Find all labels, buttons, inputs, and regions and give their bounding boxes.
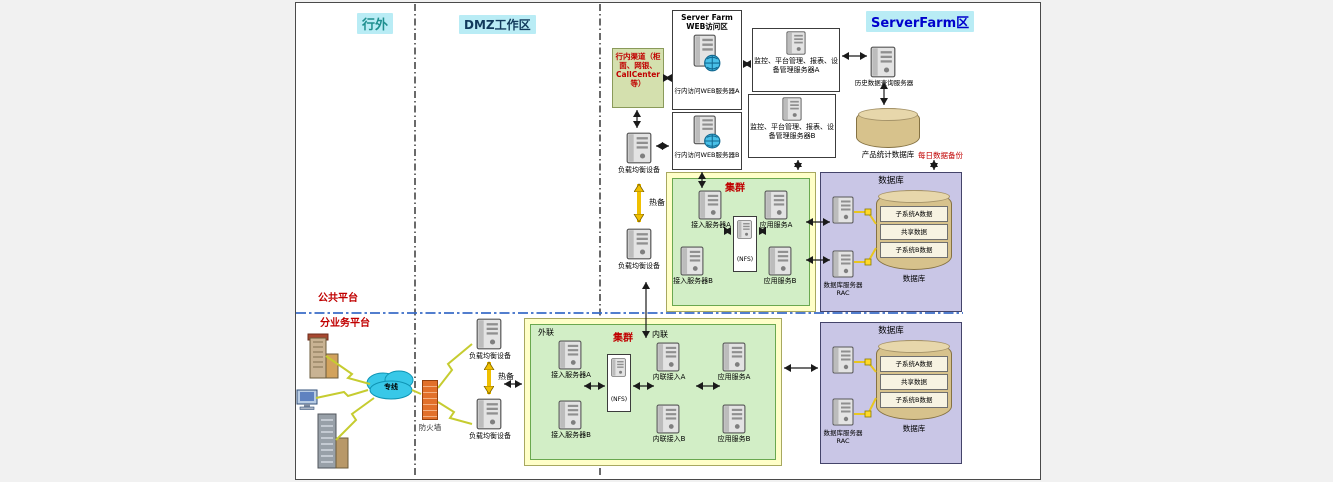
db-bottom-row-subsystem-b: 子系统B数据 xyxy=(880,392,948,408)
db-bottom-title: 数据库 xyxy=(878,326,904,336)
db-top-rac-server-1-icon xyxy=(832,196,854,224)
db-top-row-shared: 共享数据 xyxy=(880,224,948,240)
cluster-bottom-external-label: 外联 xyxy=(538,328,554,337)
load-balancer-bottom-b-icon xyxy=(476,398,502,430)
cluster-bottom-internal-b-label: 内联接入B xyxy=(652,435,686,443)
mgmt-server-b-box xyxy=(748,94,836,158)
cluster-top-app-b-icon xyxy=(768,246,792,276)
stats-database-cylinder xyxy=(856,108,920,148)
stats-database-label: 产品统计数据库 xyxy=(861,150,915,159)
cluster-bottom-access-a-icon xyxy=(558,340,582,370)
firewall-icon xyxy=(422,380,438,420)
db-top-row-subsystem-a: 子系统A数据 xyxy=(880,206,948,222)
cluster-bottom-app-a-label: 应用服务A xyxy=(717,373,751,381)
cluster-top-title: 集群 xyxy=(725,183,745,194)
db-bottom-cylinder-label: 数据库 xyxy=(902,424,926,433)
cluster-top-app-b-label: 应用服务B xyxy=(763,277,797,285)
cluster-bottom-internal-a-label: 内联接入A xyxy=(652,373,686,381)
zone-label-outside: 行外 xyxy=(357,13,394,34)
hot-standby-top-label: 热备 xyxy=(649,198,665,207)
zone-label-dmz: DMZ工作区 xyxy=(459,15,536,34)
load-balancer-top-a-icon xyxy=(626,132,652,164)
cluster-top-nfs-icon xyxy=(737,220,752,239)
cluster-top-app-a-label: 应用服务A xyxy=(759,221,793,229)
web-server-b-icon xyxy=(693,115,721,149)
load-balancer-bottom-a-icon xyxy=(476,318,502,350)
firewall-label: 防火墙 xyxy=(418,423,442,432)
db-top-cylinder-label: 数据库 xyxy=(902,274,926,283)
db-bottom-row-subsystem-a: 子系统A数据 xyxy=(880,356,948,372)
db-top-rac-server-2-icon xyxy=(832,250,854,278)
mgmt-server-b-label: 监控、平台管理、报表、设备管理服务器B xyxy=(750,123,834,140)
daily-backup-label: 每日数据备份 xyxy=(918,151,963,160)
db-bottom-row-shared: 共享数据 xyxy=(880,374,948,390)
mgmt-server-b-icon xyxy=(782,97,802,121)
db-bottom-rac-label: 数据库服务器RAC xyxy=(823,429,863,445)
web-zone-box xyxy=(672,10,742,110)
load-balancer-bottom-b-label: 负载均衡设备 xyxy=(469,432,511,440)
cluster-top-access-a-label: 接入服务器A xyxy=(691,221,731,229)
load-balancer-top-b-label: 负载均衡设备 xyxy=(618,262,660,270)
cluster-bottom-app-b-label: 应用服务B xyxy=(717,435,751,443)
cluster-bottom-app-a-icon xyxy=(722,342,746,372)
cluster-top-nfs-label: (NFS) xyxy=(736,256,754,263)
cluster-top-access-b-label: 接入服务器B xyxy=(673,277,713,285)
cluster-bottom-internal-a-icon xyxy=(656,342,680,372)
cluster-top-app-a-icon xyxy=(764,190,788,220)
dedicated-line-label: 专线 xyxy=(384,383,398,391)
web-server-a-label: 行内访问WEB服务器A xyxy=(674,87,740,95)
db-top-row-subsystem-b: 子系统B数据 xyxy=(880,242,948,258)
platform-label-business: 分业务平台 xyxy=(320,318,370,329)
cluster-bottom-access-b-label: 接入服务器B xyxy=(551,431,591,439)
db-bottom-rac-server-1-icon xyxy=(832,346,854,374)
cluster-bottom-nfs-label: (NFS) xyxy=(610,396,628,403)
db-top-rac-label: 数据库服务器RAC xyxy=(823,281,863,297)
cluster-top-access-a-icon xyxy=(698,190,722,220)
db-bottom-rac-server-2-icon xyxy=(832,398,854,426)
cluster-bottom-title: 集群 xyxy=(613,333,633,344)
load-balancer-top-b-icon xyxy=(626,228,652,260)
mgmt-server-a-icon xyxy=(786,31,806,55)
cluster-top-access-b-icon xyxy=(680,246,704,276)
cluster-bottom-app-b-icon xyxy=(722,404,746,434)
web-server-b-label: 行内访问WEB服务器B xyxy=(674,151,740,159)
zone-label-serverfarm: ServerFarm区 xyxy=(866,11,975,32)
cluster-bottom-access-a-label: 接入服务器A xyxy=(551,371,591,379)
history-server-label: 历史数据查询服务器 xyxy=(854,79,914,87)
cluster-bottom-access-b-icon xyxy=(558,400,582,430)
load-balancer-bottom-a-label: 负载均衡设备 xyxy=(469,352,511,360)
web-zone-title-line1: Server Farm xyxy=(681,13,733,22)
cluster-bottom-internal-b-icon xyxy=(656,404,680,434)
history-server-icon xyxy=(870,46,896,78)
mgmt-server-a-label: 监控、平台管理、报表、设备管理服务器A xyxy=(754,57,838,74)
cluster-bottom-nfs-icon xyxy=(611,358,626,377)
channel-box-label: 行内渠道（柜面、网银、CallCenter等） xyxy=(615,52,661,89)
platform-label-public: 公共平台 xyxy=(318,293,358,304)
web-server-a-icon xyxy=(693,34,721,72)
load-balancer-top-a-label: 负载均衡设备 xyxy=(618,166,660,174)
cluster-bottom-internal-label: 内联 xyxy=(652,330,668,339)
web-zone-title-line2: WEB访问区 xyxy=(686,22,728,31)
hot-standby-bottom-label: 热备 xyxy=(498,372,514,381)
db-top-title: 数据库 xyxy=(878,176,904,186)
